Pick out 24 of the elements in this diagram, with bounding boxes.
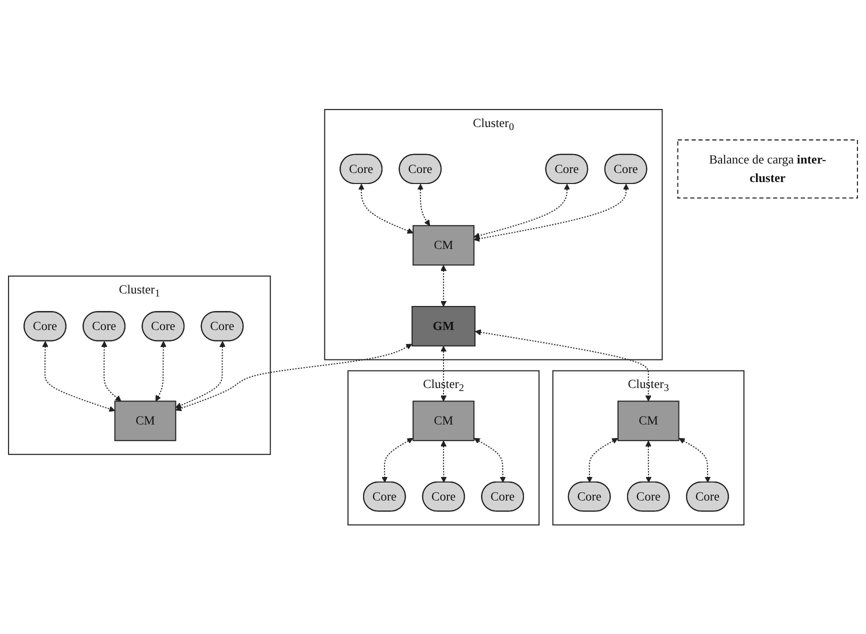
node-box: CM <box>114 400 176 441</box>
arrow <box>101 340 122 402</box>
node-box: CM <box>412 224 474 266</box>
node-box: CM <box>617 400 680 441</box>
arrow <box>175 340 226 408</box>
arrow <box>382 438 414 482</box>
arrow <box>440 264 447 307</box>
node-box: GM <box>412 306 476 346</box>
arrow <box>42 340 116 412</box>
arrow <box>175 344 412 411</box>
arrow <box>645 440 652 482</box>
arrow <box>358 184 414 234</box>
arrow <box>474 184 630 242</box>
arrow <box>474 184 570 238</box>
node-box: Balance de carga inter-cluster <box>677 139 858 198</box>
arrow <box>417 184 430 226</box>
arrow <box>474 438 506 482</box>
arrow <box>678 438 711 482</box>
arrow <box>474 329 652 402</box>
arrow <box>586 438 618 482</box>
arrow <box>440 346 447 402</box>
arrow <box>156 340 166 402</box>
node-box: CM <box>412 400 474 441</box>
arrow <box>440 440 447 482</box>
